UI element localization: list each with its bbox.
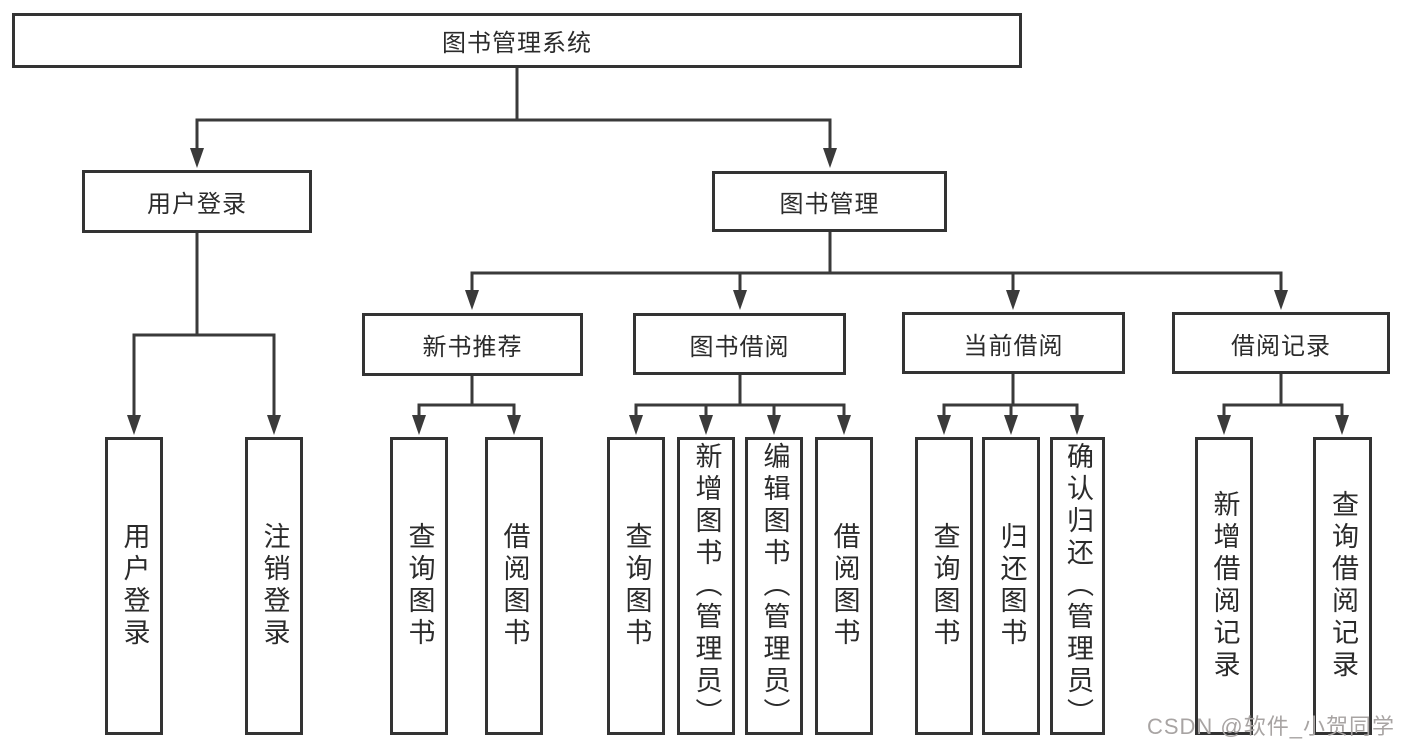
node-new-book-recommend: 新书推荐 — [362, 313, 583, 376]
node-label: 用户登录 — [147, 191, 247, 218]
leaf-add-books-admin: 新增图书（管理员） — [677, 437, 735, 735]
node-user-login: 用户登录 — [82, 170, 312, 233]
connector-user-login-children — [132, 231, 276, 419]
leaf-logout: 注销登录 — [245, 437, 303, 735]
leaf-label: 用户登录 — [119, 522, 150, 650]
leaf-borrow-books: 借阅图书 — [815, 437, 873, 735]
node-borrow-records: 借阅记录 — [1172, 312, 1390, 374]
connector-book-borrow-children — [634, 373, 846, 419]
leaf-label: 查询图书 — [929, 522, 960, 650]
leaf-label: 借阅图书 — [499, 522, 530, 650]
node-label: 图书借阅 — [689, 333, 790, 361]
connector-new-book-children — [417, 374, 516, 419]
leaf-label: 借阅图书 — [829, 522, 860, 650]
node-label: 新书推荐 — [422, 334, 523, 361]
node-label: 图书管理系统 — [442, 30, 592, 57]
node-book-management: 图书管理 — [712, 171, 947, 232]
node-label: 借阅记录 — [1231, 332, 1331, 360]
leaf-label: 查询图书 — [621, 522, 652, 650]
connector-book-management-children — [470, 230, 1283, 294]
leaf-label: 注销登录 — [259, 522, 290, 650]
leaf-label: 编辑图书（管理员） — [759, 442, 790, 730]
watermark: CSDN @软件_小贺同学 — [1146, 714, 1395, 739]
leaf-query-books-current: 查询图书 — [915, 437, 973, 735]
leaf-return-books: 归还图书 — [982, 437, 1040, 735]
leaf-edit-books-admin: 编辑图书（管理员） — [745, 437, 803, 735]
leaf-label: 新增图书（管理员） — [691, 442, 722, 730]
node-current-borrow: 当前借阅 — [902, 312, 1125, 374]
leaf-query-books-recommend: 查询图书 — [390, 437, 448, 735]
leaf-label: 确认归还（管理员） — [1063, 442, 1093, 730]
leaf-label: 查询图书 — [404, 522, 435, 650]
leaf-borrow-books-recommend: 借阅图书 — [485, 437, 543, 735]
leaf-user-login: 用户登录 — [105, 437, 163, 735]
node-book-borrow: 图书借阅 — [633, 313, 846, 375]
leaf-add-borrow-record: 新增借阅记录 — [1195, 437, 1253, 735]
leaf-query-borrow-record: 查询借阅记录 — [1313, 437, 1372, 735]
node-root-system: 图书管理系统 — [12, 13, 1022, 68]
leaf-confirm-return-admin: 确认归还（管理员） — [1050, 437, 1105, 735]
connector-borrow-records-children — [1222, 372, 1344, 419]
node-label: 图书管理 — [779, 191, 880, 218]
connector-root-to-level2 — [195, 66, 832, 152]
connector-current-borrow-children — [942, 372, 1079, 419]
node-label: 当前借阅 — [963, 332, 1064, 360]
leaf-query-books-borrow: 查询图书 — [607, 437, 665, 735]
leaf-label: 查询借阅记录 — [1328, 490, 1358, 682]
leaf-label: 新增借阅记录 — [1209, 490, 1240, 682]
leaf-label: 归还图书 — [996, 522, 1027, 650]
